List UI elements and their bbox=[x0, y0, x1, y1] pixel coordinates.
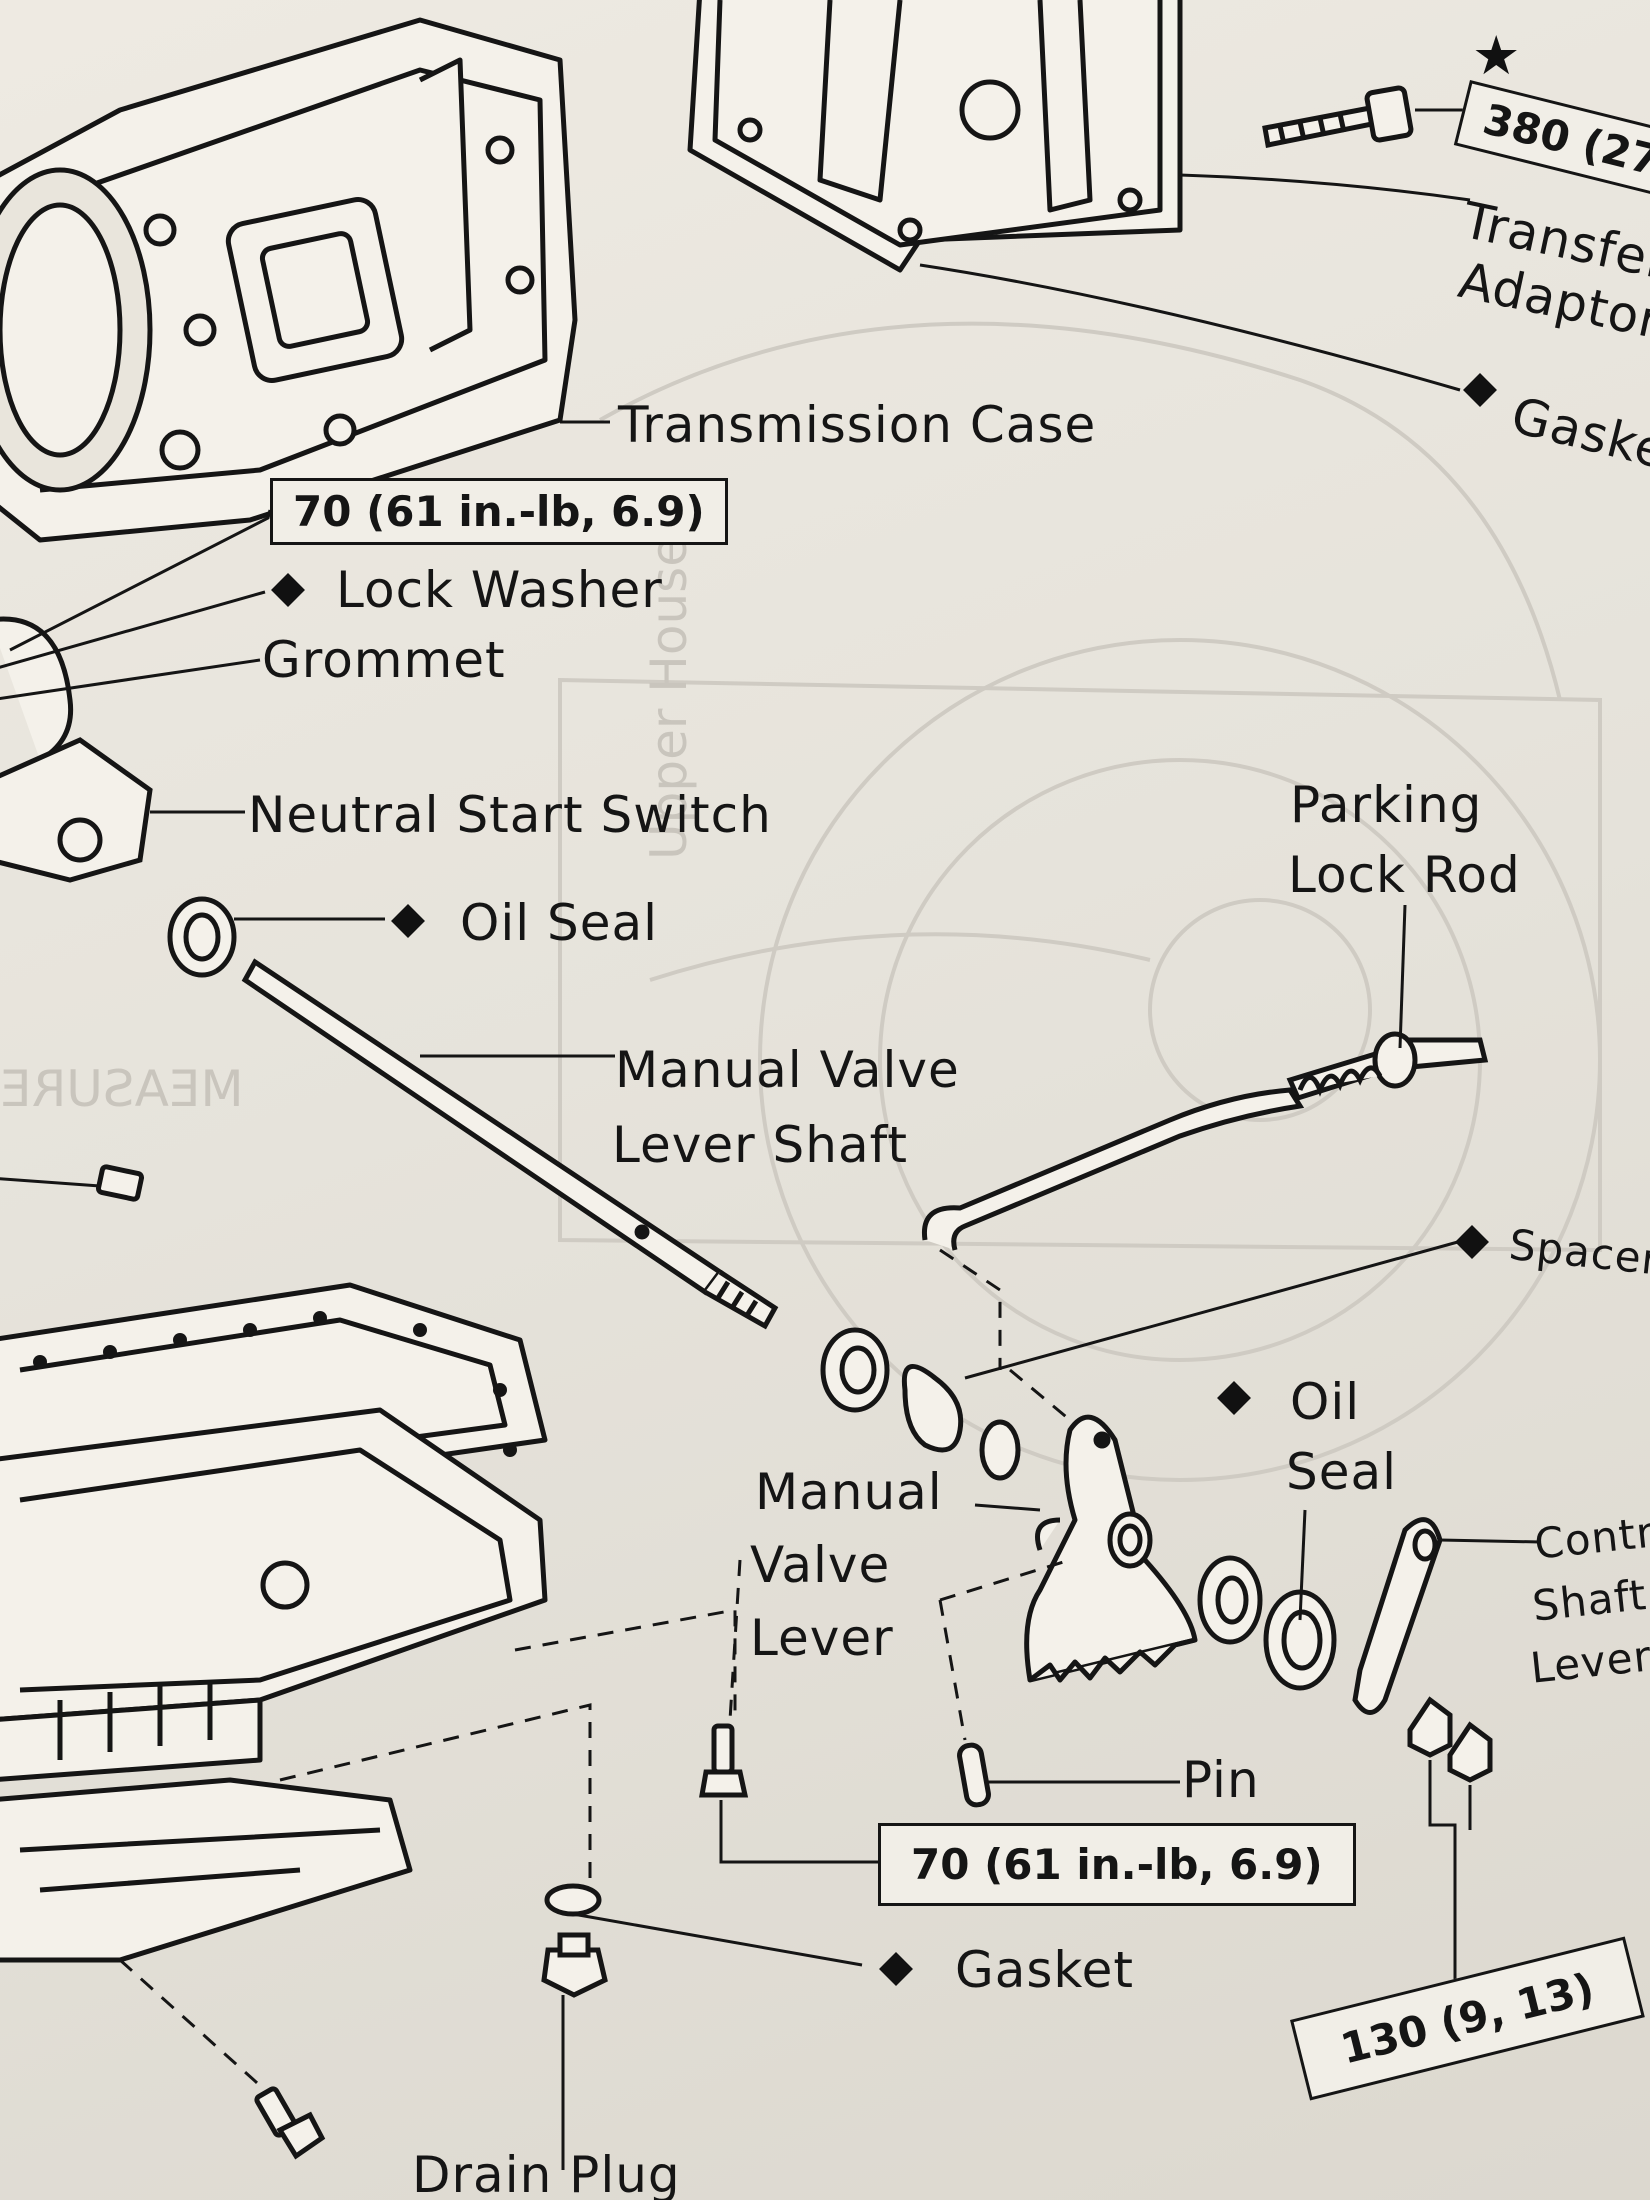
label-oil-seal-left: Oil Seal bbox=[460, 894, 659, 952]
manual-valve-lever-drawing bbox=[1024, 1414, 1198, 1683]
manual-valve-lever-shaft-drawing bbox=[241, 958, 779, 1330]
transfer-adaptor-drawing bbox=[687, 0, 1183, 273]
label-manual-valve-lever-shaft-2: Lever Shaft bbox=[612, 1116, 908, 1174]
label-parking-lock-rod-1: Parking bbox=[1290, 776, 1483, 834]
label-pin: Pin bbox=[1182, 1751, 1260, 1809]
ghost-text-measure: MEASURE bbox=[0, 1060, 244, 1118]
label-manual-valve-lever-3: Lever bbox=[750, 1609, 894, 1667]
pin-bolt-plug-drawing bbox=[254, 1723, 991, 2160]
label-manual-valve-lever-2: Valve bbox=[750, 1536, 891, 1594]
torque-box-lever-bolt: 70 (61 in.-lb, 6.9) bbox=[878, 1823, 1356, 1906]
dashed-assembly-lines bbox=[118, 1248, 1071, 2092]
label-manual-valve-lever-1: Manual bbox=[755, 1463, 943, 1521]
label-gasket-bottom: Gasket bbox=[955, 1941, 1134, 1999]
label-lock-washer: Lock Washer bbox=[336, 561, 663, 619]
star-icon: ★ bbox=[1472, 24, 1521, 87]
control-shaft-lever-drawing bbox=[1352, 1517, 1493, 1783]
transmission-case-drawing bbox=[0, 17, 578, 543]
label-oil-seal-right-2: Seal bbox=[1286, 1443, 1398, 1501]
label-parking-lock-rod-2: Lock Rod bbox=[1288, 846, 1521, 904]
label-grommet: Grommet bbox=[262, 631, 506, 689]
background-faint-diagram bbox=[558, 321, 1602, 1482]
oil-pan-bolt-holes bbox=[33, 1311, 517, 1457]
label-transmission-case: Transmission Case bbox=[618, 396, 1097, 454]
label-neutral-start-switch: Neutral Start Switch bbox=[248, 786, 772, 844]
label-oil-seal-right-1: Oil bbox=[1290, 1373, 1361, 1431]
adaptor-bolt-drawing bbox=[1262, 85, 1414, 148]
grommet-and-switch-drawing bbox=[0, 616, 237, 1202]
parking-lock-rod-drawing bbox=[921, 1031, 1489, 1251]
label-manual-valve-lever-shaft-1: Manual Valve bbox=[615, 1041, 960, 1099]
oil-pan-drawing bbox=[0, 1282, 548, 1963]
label-drain-plug: Drain Plug bbox=[412, 2146, 681, 2200]
torque-box-case-bolt: 70 (61 in.-lb, 6.9) bbox=[270, 478, 728, 545]
leader-lines bbox=[0, 108, 1541, 2170]
